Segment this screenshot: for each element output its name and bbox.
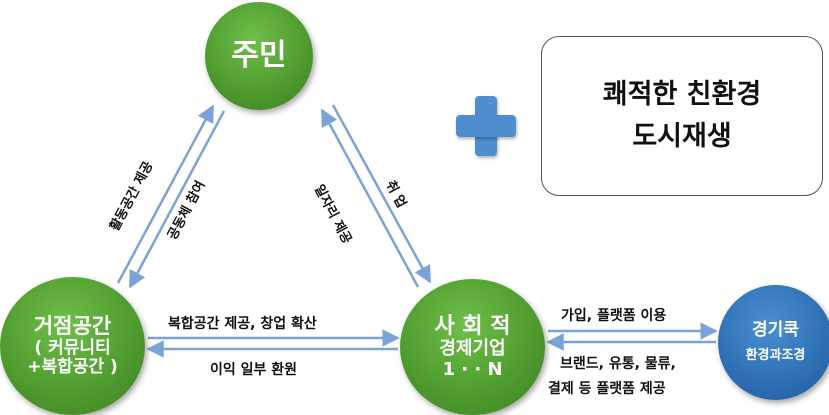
node-gyeonggi-label-2: 환경과조경 <box>745 347 806 363</box>
node-resident: 주민 <box>205 2 313 110</box>
node-social-label-1: 사 회 적 <box>434 313 511 339</box>
plus-icon <box>456 96 516 156</box>
edge-label-social-to-hub: 이익 일부 환원 <box>210 362 298 378</box>
node-hub-label-2: ( 커뮤니티 <box>34 337 111 358</box>
goal-box: 쾌적한 친환경 도시재생 <box>541 36 823 196</box>
node-gyeonggi: 경기쿡 환경과조경 <box>718 285 829 400</box>
node-hub-space: 거점공간 ( 커뮤니티 +복합공간 ) <box>0 277 145 415</box>
node-social-label-3: 1 · · N <box>442 358 503 380</box>
node-hub-label-3: +복합공간 ) <box>27 357 118 378</box>
edge-label-social-to-gyeonggi: 가입, 플랫폼 이용 <box>561 308 667 324</box>
edge-label-hub-to-social: 복합공간 제공, 창업 확산 <box>168 316 317 332</box>
node-gyeonggi-label-1: 경기쿡 <box>752 320 799 341</box>
arrow-social-to-resident <box>320 108 420 288</box>
node-social-enterprise: 사 회 적 경제기업 1 · · N <box>400 279 545 415</box>
node-social-label-2: 경제기업 <box>439 337 506 359</box>
node-resident-label: 주민 <box>231 37 287 73</box>
arrow-hub-to-resident <box>116 104 215 284</box>
arrow-resident-to-social <box>331 104 432 284</box>
goal-line-1: 쾌적한 친환경 <box>602 79 762 111</box>
node-hub-label-1: 거점공간 <box>33 314 112 339</box>
edge-label-gyeonggi-to-social-1: 브랜드, 유통, 물류, <box>560 356 676 372</box>
arrow-resident-to-hub <box>128 110 226 289</box>
goal-line-2: 도시재생 <box>632 121 732 152</box>
edge-label-gyeonggi-to-social-2: 결제 등 플랫폼 제공 <box>548 381 666 397</box>
